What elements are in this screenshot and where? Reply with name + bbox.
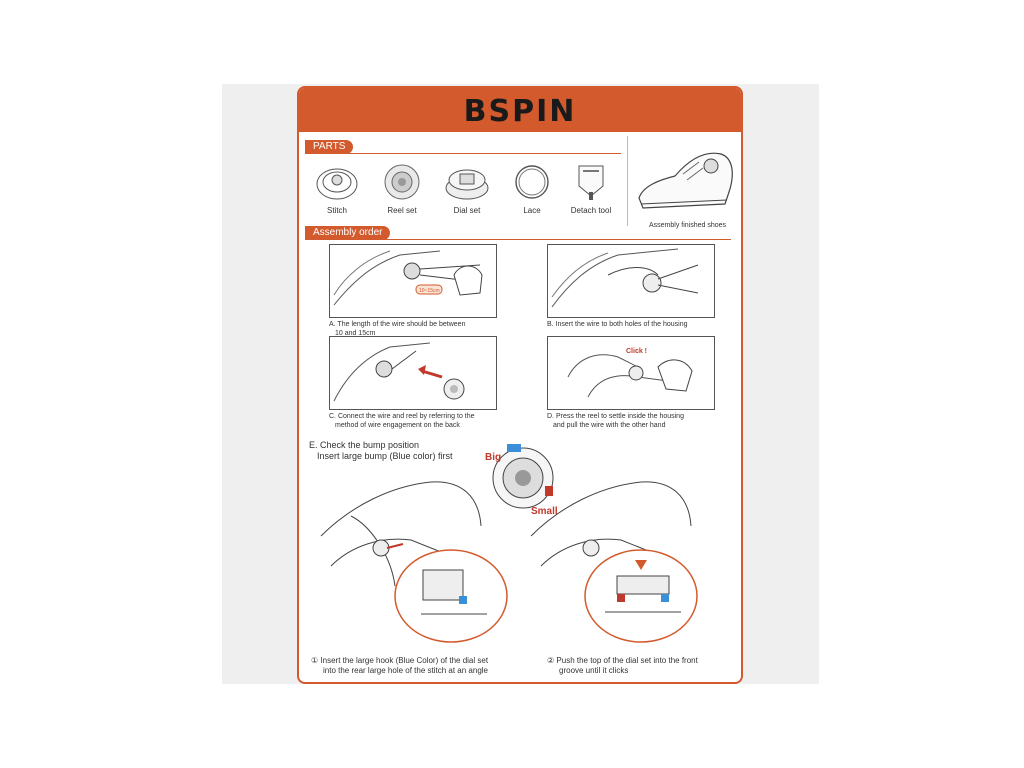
part-dial: Dial set: [437, 162, 497, 215]
caption-text: Push the top of the dial set into the fr…: [556, 656, 697, 665]
step-c-caption: C. Connect the wire and reel by referrin…: [329, 412, 475, 430]
instruction-sheet: BSPIN PARTS Stitch Reel set Dial set: [297, 86, 743, 684]
parts-divider: [627, 136, 628, 226]
caption-line: ① Insert the large hook (Blue Color) of …: [311, 656, 488, 666]
step-b-caption: B. Insert the wire to both holes of the …: [547, 320, 687, 329]
caption-text: Insert the large hook (Blue Color) of th…: [320, 656, 488, 665]
step-e2-illustration: [521, 466, 721, 652]
part-label: Lace: [523, 206, 540, 215]
step-c-panel: [329, 336, 497, 410]
part-stitch: Stitch: [307, 162, 367, 215]
caption-line: method of wire engagement on the back: [329, 421, 475, 430]
step-d-caption: D. Press the reel to settle inside the h…: [547, 412, 684, 430]
finished-shoe-illustration: [633, 140, 739, 218]
step-a-illustration: 10~15cm: [330, 245, 496, 317]
part-label: Dial set: [454, 206, 481, 215]
part-label: Stitch: [327, 206, 347, 215]
assembly-tag: Assembly order: [305, 226, 390, 240]
step-c-illustration: [330, 337, 496, 409]
dial-icon: [443, 162, 491, 202]
step-e-subtitle: Insert large bump (Blue color) first: [309, 451, 453, 462]
step-d-note: Click !: [626, 348, 647, 355]
caption-number: ①: [311, 656, 318, 665]
tool-icon: [569, 162, 613, 202]
big-label: Big: [485, 452, 501, 463]
caption-line: C. Connect the wire and reel by referrin…: [329, 412, 475, 421]
step-e1-illustration: [311, 466, 511, 652]
caption-line: and pull the wire with the other hand: [547, 421, 684, 430]
finished-caption: Assembly finished shoes: [649, 222, 726, 229]
step-a-panel: 10~15cm: [329, 244, 497, 318]
caption-line: into the rear large hole of the stitch a…: [311, 666, 488, 676]
reel-icon: [380, 162, 424, 202]
part-label: Reel set: [387, 206, 416, 215]
header-bar: BSPIN: [299, 88, 741, 132]
part-reel: Reel set: [372, 162, 432, 215]
part-lace: Lace: [502, 162, 562, 215]
parts-underline: [305, 153, 621, 154]
step-e1-caption: ① Insert the large hook (Blue Color) of …: [311, 656, 488, 676]
step-d-illustration: Click !: [548, 337, 714, 409]
lace-icon: [510, 162, 554, 202]
assembly-underline: [305, 239, 731, 240]
step-e2-caption: ② Push the top of the dial set into the …: [547, 656, 698, 676]
brand-logo: BSPIN: [299, 94, 741, 129]
caption-line: D. Press the reel to settle inside the h…: [547, 412, 684, 421]
step-d-panel: Click !: [547, 336, 715, 410]
step-e-title: E. Check the bump position Insert large …: [309, 440, 453, 462]
caption-line: A. The length of the wire should be betw…: [329, 320, 465, 329]
stitch-icon: [315, 162, 359, 202]
parts-tag: PARTS: [305, 140, 353, 154]
step-a-note: 10~15cm: [419, 288, 440, 294]
part-tool: Detach tool: [561, 162, 621, 215]
caption-line: B. Insert the wire to both holes of the …: [547, 320, 687, 329]
step-b-illustration: [548, 245, 714, 317]
caption-number: ②: [547, 656, 554, 665]
part-label: Detach tool: [571, 206, 611, 215]
step-e-heading: E. Check the bump position: [309, 440, 453, 451]
step-b-panel: [547, 244, 715, 318]
caption-line: ② Push the top of the dial set into the …: [547, 656, 698, 666]
caption-line: groove until it clicks: [547, 666, 698, 676]
